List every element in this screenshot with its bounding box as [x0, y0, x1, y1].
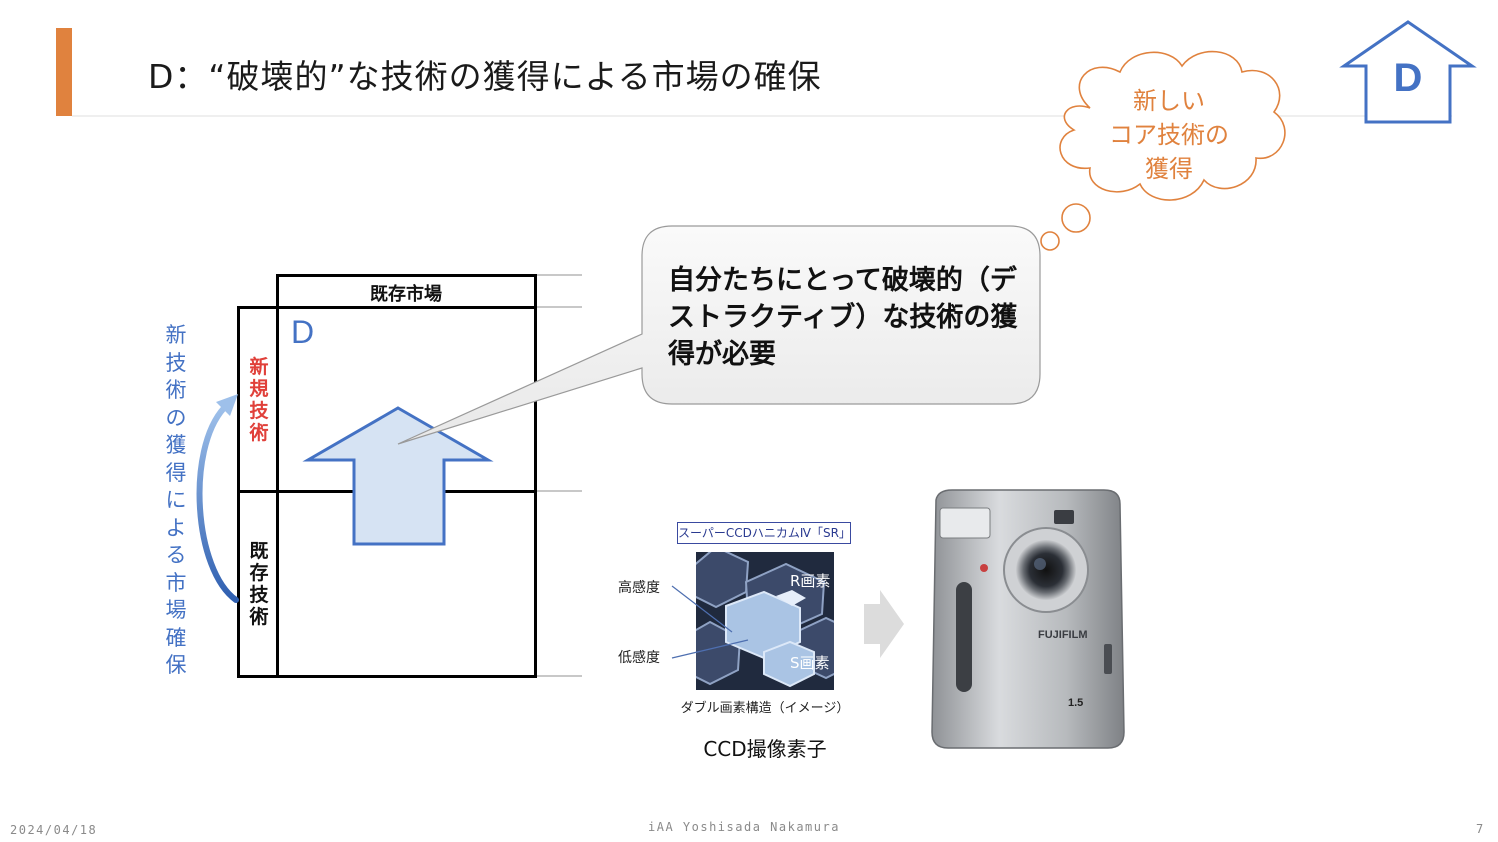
r-pixel-label: R画素 [790, 572, 831, 590]
speech-callout [397, 225, 1041, 445]
title-accent-bar [56, 28, 72, 116]
side-caption: 新技術の獲得による市場確保 [165, 323, 187, 677]
existing-tech-label: 既存技術 [249, 540, 269, 628]
matrix-line [276, 274, 537, 277]
grid-extension-line [536, 490, 582, 492]
ccd-title: CCD撮像素子 [703, 737, 827, 761]
callout-text: 自分たちにとって破壊的（デストラクティブ）な技術の獲得が必要 [668, 265, 1018, 370]
grid-extension-line [536, 306, 582, 308]
camera-megapixels: 1.5 [1068, 697, 1083, 709]
right-arrow-icon [864, 590, 904, 658]
ccd-banner: スーパーCCDハニカムⅣ「SR」 [677, 522, 851, 544]
grid-extension-line [536, 675, 582, 677]
low-sensitivity-label: 低感度 [618, 650, 660, 666]
high-sensitivity-label: 高感度 [618, 580, 660, 596]
existing-market-label: 既存市場 [370, 284, 442, 305]
footer-date: 2024/04/18 [10, 823, 98, 837]
ccd-structure-caption: ダブル画素構造（イメージ） [680, 701, 850, 716]
house-icon [1339, 20, 1477, 124]
matrix-line [276, 274, 279, 678]
quadrant-d-label: D [291, 314, 315, 350]
up-arrow-icon [302, 406, 494, 546]
camera-brand: FUJIFILM [1038, 629, 1088, 641]
house-letter: D [1393, 56, 1423, 100]
matrix-line [237, 306, 240, 678]
digital-camera-image: FUJIFILM 1.5 [931, 489, 1125, 749]
ccd-sensor-image [696, 552, 834, 690]
matrix-line [534, 274, 537, 678]
page-number: 7 [1476, 822, 1485, 836]
matrix-line [237, 675, 537, 678]
slide-title: D：“破壊的”な技術の獲得による市場の確保 [148, 57, 822, 96]
curved-arrow-icon [196, 394, 239, 603]
ccd-leader-lines [671, 585, 749, 659]
new-tech-label: 新規技術 [249, 356, 269, 444]
matrix-line [237, 306, 537, 309]
cloud-text: 新しい コア技術の 獲得 [1109, 87, 1229, 183]
s-pixel-label: S画素 [790, 654, 830, 672]
title-divider [72, 115, 1452, 117]
footer-author: iAA Yoshisada Nakamura [648, 820, 840, 834]
grid-extension-line [536, 274, 582, 276]
